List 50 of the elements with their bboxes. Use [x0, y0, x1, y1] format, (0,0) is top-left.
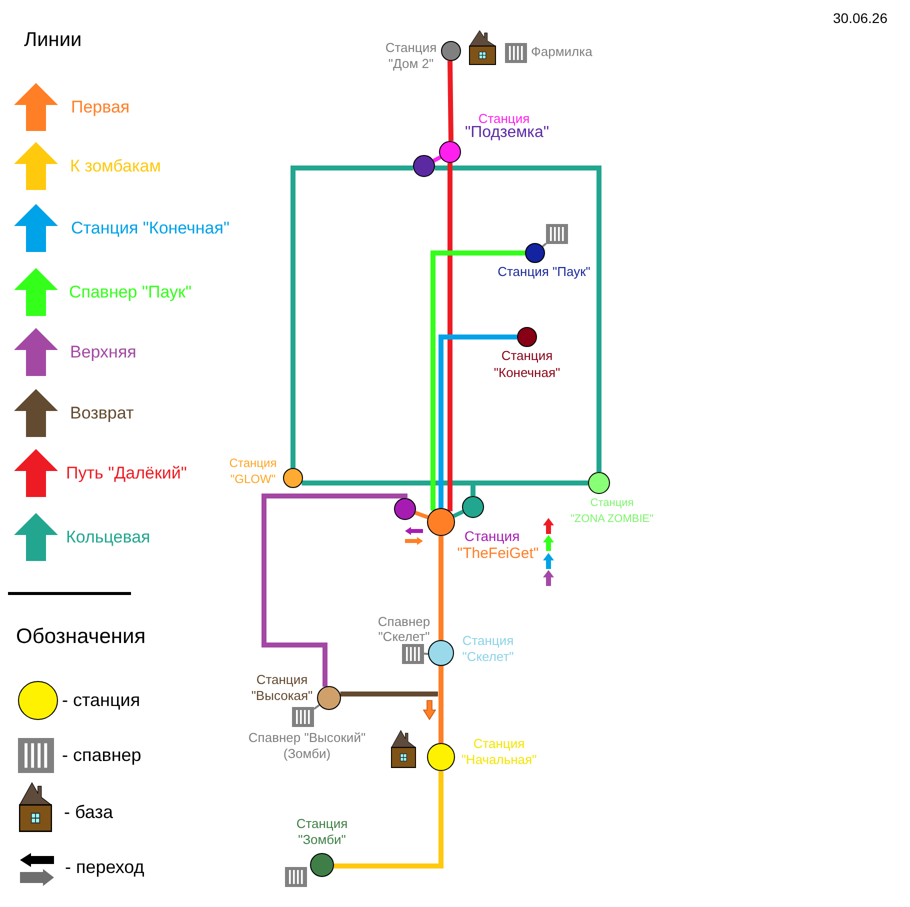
station-label: Станция "Паук"	[498, 264, 590, 280]
station-label: Станция "Начальная"	[461, 736, 537, 768]
metro-line	[340, 692, 438, 696]
spawner-label: Спавнер "Высокий" (Зомби)	[248, 730, 366, 762]
station-label: Станция "Дом 2"	[385, 40, 437, 72]
legend-label: Путь "Далёкий"	[66, 464, 187, 482]
legend-label: Кольцевая	[66, 528, 150, 546]
metro-line	[302, 480, 588, 486]
legend-label: - спавнер	[62, 746, 142, 764]
metro-line	[438, 334, 517, 508]
station-label: Станция "ZONA ZOMBIE"	[570, 496, 654, 527]
metro-line	[438, 666, 444, 743]
metro-line	[438, 536, 444, 640]
station-label: Станция "Конечная"	[494, 347, 560, 381]
metro-line	[448, 163, 452, 512]
legend-label: Спавнер "Паук"	[69, 284, 192, 300]
metro-line	[448, 60, 454, 142]
metro-line	[434, 166, 602, 472]
transfer-link	[452, 510, 464, 518]
station-label: Станция	[464, 528, 520, 544]
legend-label: - переход	[65, 858, 144, 876]
date-label: 30.06.26	[833, 11, 888, 25]
transfer-link	[432, 155, 442, 163]
legend-label: Станция "Конечная"	[71, 220, 230, 236]
spawner-link	[424, 652, 428, 655]
metro-line	[334, 771, 444, 868]
legend-label: - станция	[62, 691, 140, 709]
legend-label: - база	[64, 803, 113, 821]
spawner-label: Фармилка	[531, 45, 592, 58]
metro-line	[262, 494, 408, 687]
legend-label: Первая	[71, 98, 130, 116]
station-label: "Подземка"	[464, 125, 550, 141]
metro-line	[290, 166, 414, 468]
spawner-label: Спавнер "Скелет"	[378, 614, 430, 644]
station-label: "TheFeiGet"	[457, 546, 539, 562]
spawner-link	[313, 704, 320, 710]
transfer-link	[414, 510, 428, 520]
station-label: Станция "Зомби"	[296, 816, 348, 848]
station-label: Станция "Высокая"	[251, 672, 313, 704]
legend-title: Обозначения	[16, 626, 146, 647]
station-label: Станция "GLOW"	[229, 455, 277, 487]
legend-label: К зомбакам	[70, 158, 161, 174]
legend-label: Верхняя	[70, 344, 136, 360]
metro-line	[430, 250, 525, 510]
legend-label: Возврат	[70, 404, 134, 422]
metro-line	[470, 485, 476, 496]
legend-title: Линии	[24, 30, 82, 50]
station-label: Станция	[478, 111, 530, 126]
spawner-link	[542, 242, 547, 248]
station-label: Станция "Скелет"	[462, 633, 514, 665]
